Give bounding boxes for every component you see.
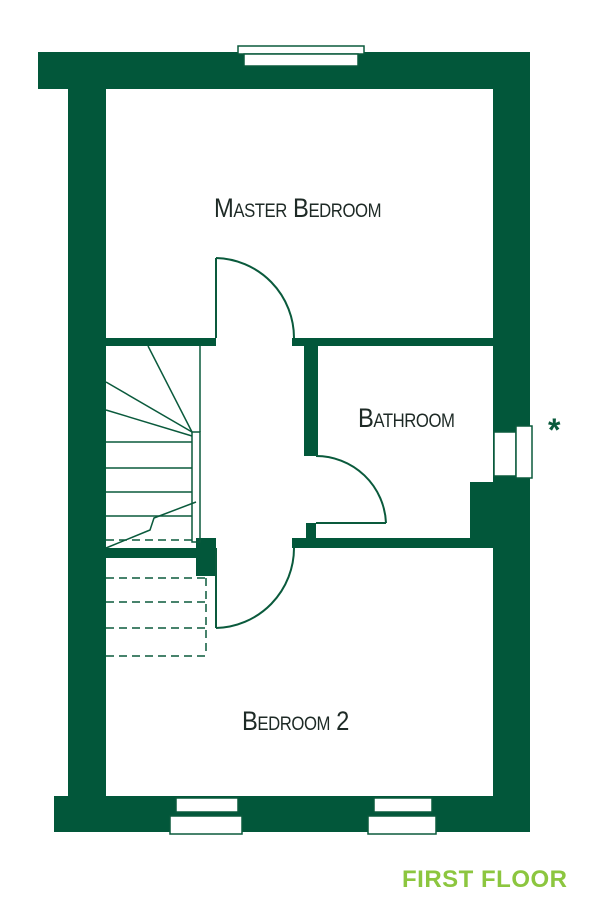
room-label-bedroom-2: Bedroom 2 [242, 706, 349, 736]
door-master-swing [215, 257, 295, 339]
stair-winder-3 [105, 409, 193, 437]
stair-arrow [105, 501, 197, 549]
interior-walls [106, 338, 493, 576]
stair-winder-1 [147, 345, 193, 433]
wall-stair-post [196, 538, 216, 576]
door-bed2-swing [215, 547, 295, 629]
wall-bath-bottom [292, 538, 493, 548]
floor-label: FIRST FLOOR [402, 866, 568, 893]
room-label-bathroom: Bathroom [358, 403, 455, 433]
wall-master-left [106, 338, 216, 346]
room-label-master-bedroom: Master Bedroom [214, 193, 382, 223]
window-right [493, 431, 517, 477]
window-bottom-left [175, 797, 239, 813]
wall-bottom [54, 796, 530, 832]
wall-bath-left-lower [306, 523, 316, 543]
windows [169, 45, 533, 835]
stair-lower-dashed [106, 539, 207, 657]
wall-left [68, 52, 106, 812]
window-bottom-right [373, 797, 433, 813]
stair-banister [191, 431, 201, 543]
wall-stair-landing [106, 548, 216, 558]
window-top-sill [243, 53, 359, 67]
window-top [237, 45, 365, 55]
window-bottom-right-sill [367, 815, 437, 835]
duct [470, 482, 493, 542]
door-bath-swing [315, 454, 387, 524]
wall-master-right [292, 338, 493, 346]
staircase [105, 345, 207, 657]
window-bottom-left-sill [169, 815, 243, 835]
stair-winder-2 [105, 381, 193, 433]
annotation-asterisk: * [548, 412, 561, 448]
wall-bath-left [304, 346, 318, 456]
window-right-sill [515, 425, 533, 479]
doors [215, 257, 387, 629]
